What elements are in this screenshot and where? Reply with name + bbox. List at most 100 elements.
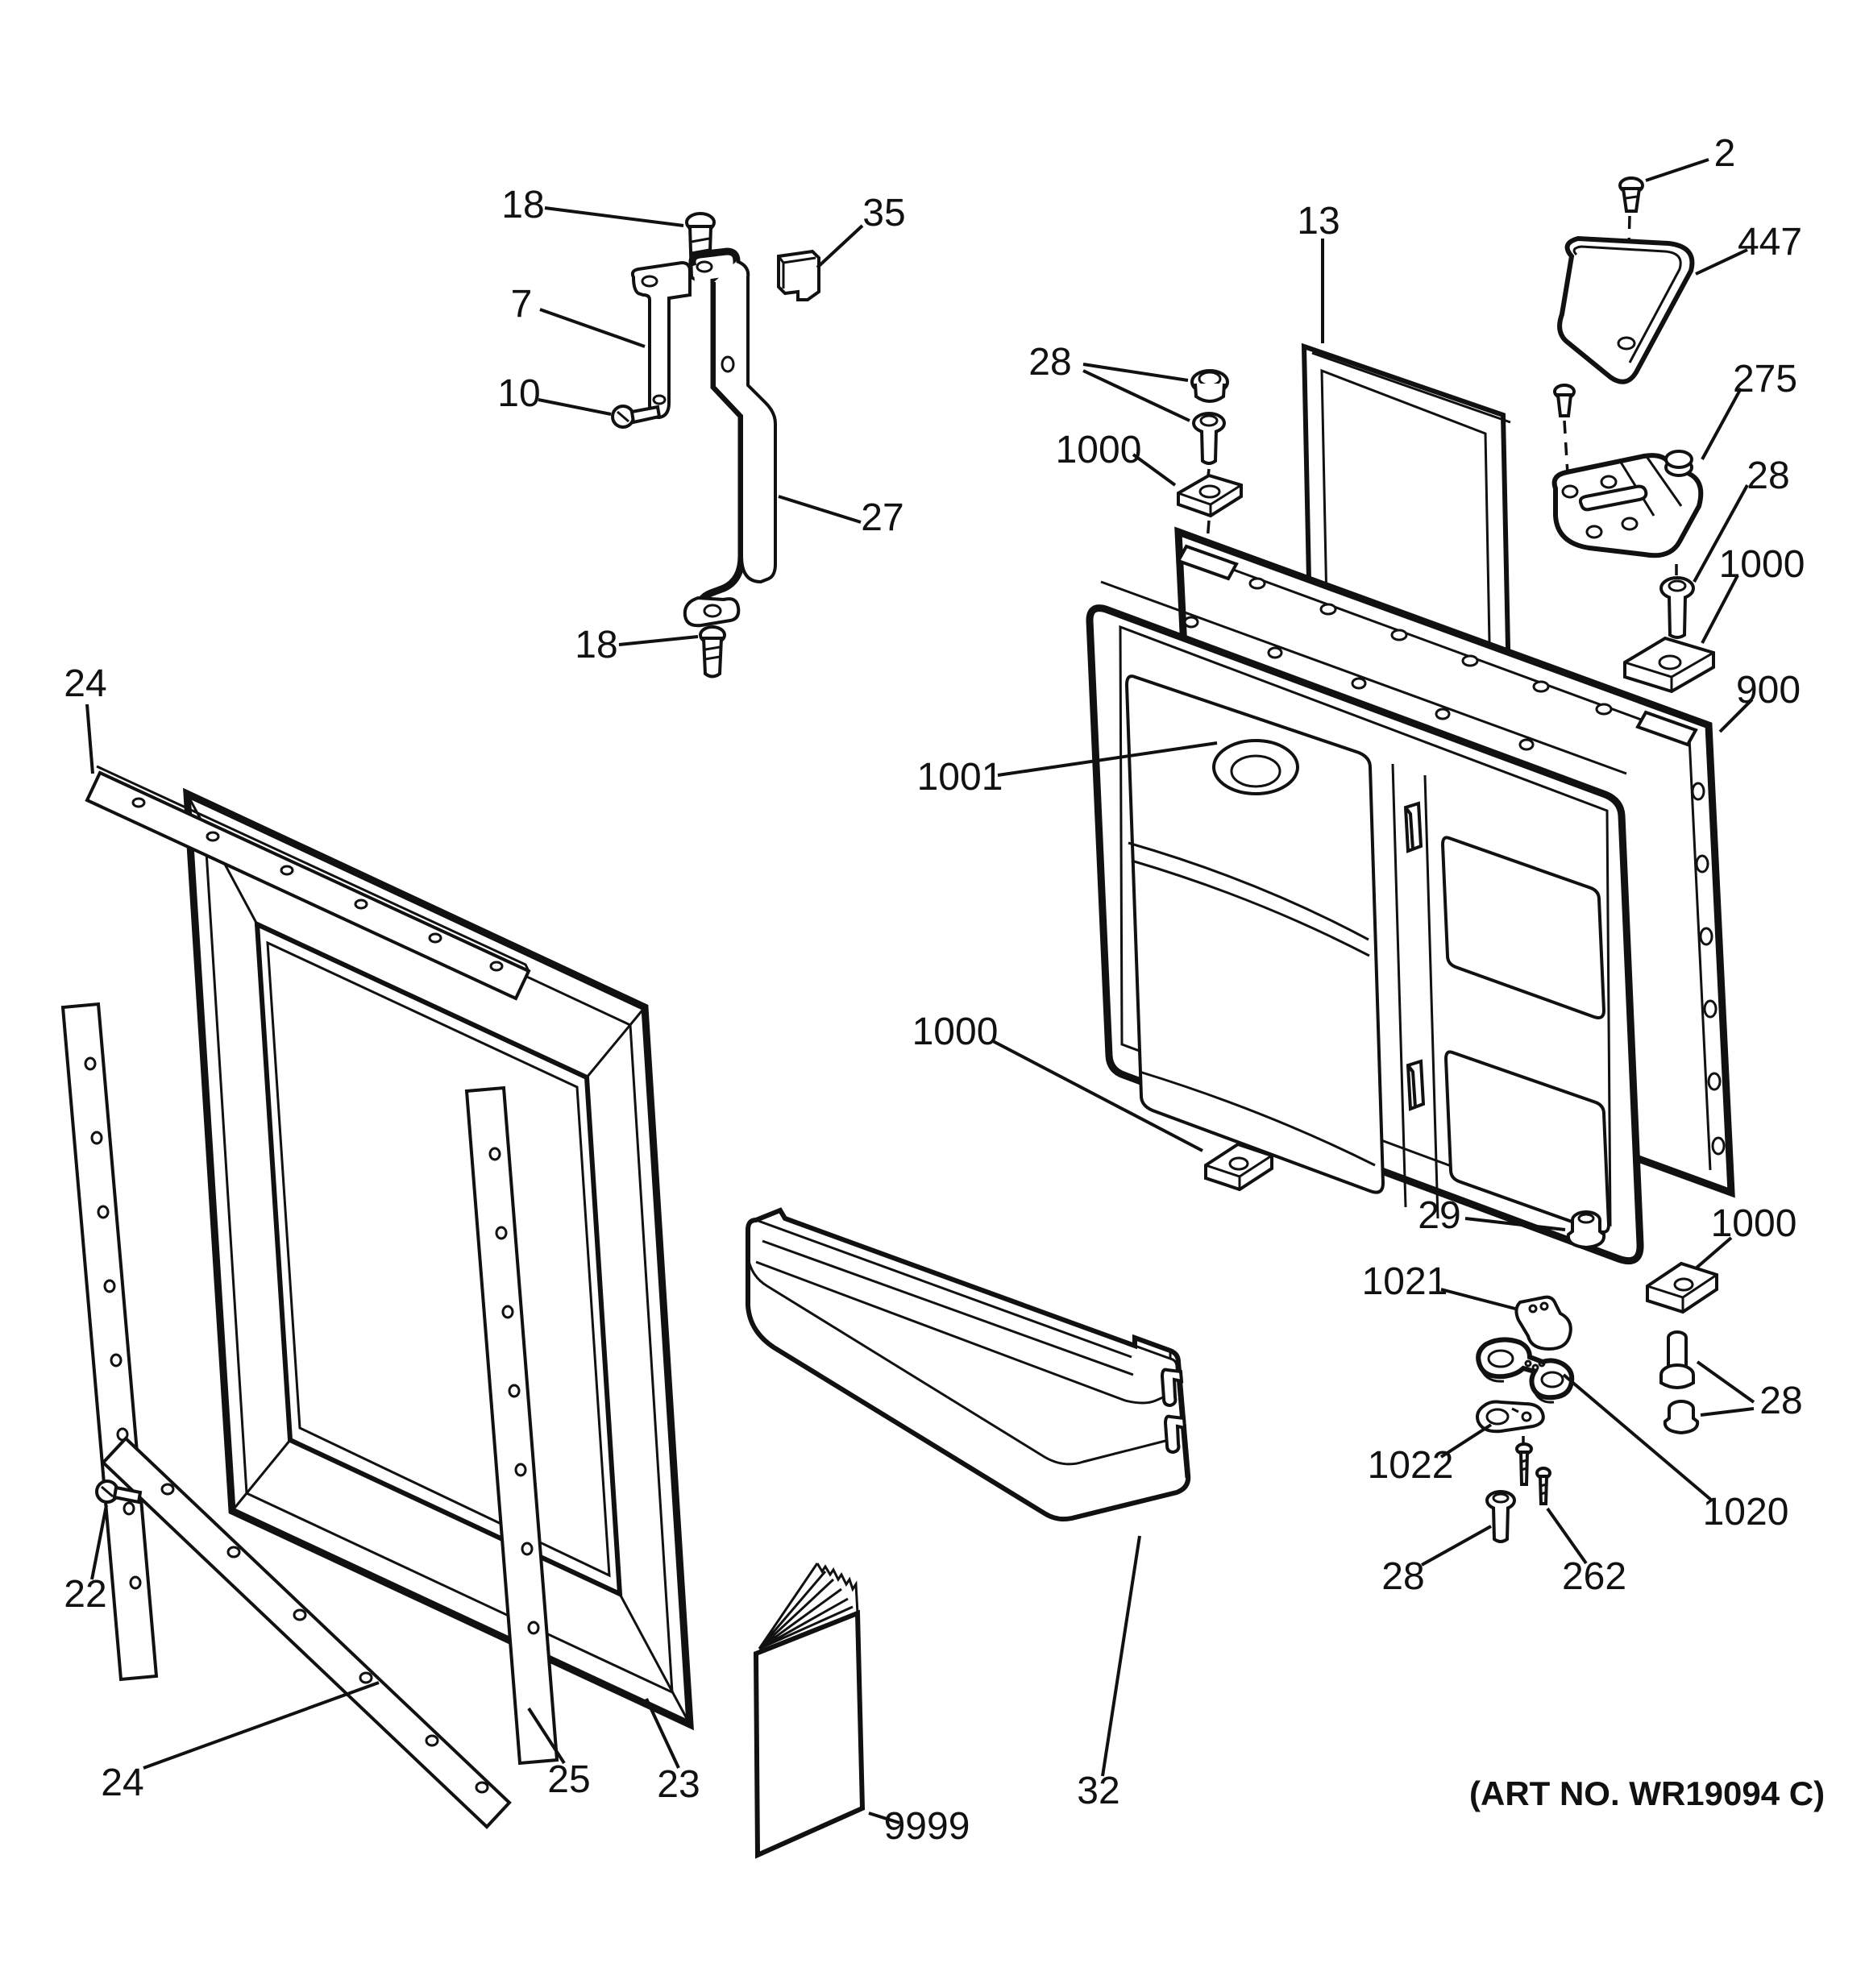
leader-1021 [1440,1288,1516,1310]
door-spacer-top-right-icon [1623,636,1715,694]
flange-corner-opening-left [1176,544,1239,581]
callout-447: 447 [1738,221,1802,264]
door-cap-and-bolt-icon [1190,369,1229,465]
leader-1000-left [1132,453,1177,487]
leader-1020 [1562,1373,1713,1502]
callout-7: 7 [511,283,533,326]
callout-1021: 1021 [1362,1260,1448,1303]
callout-18-bottom: 18 [575,624,617,666]
hinge-spacer-block-icon [1646,1261,1718,1314]
door-divider [1391,763,1439,1219]
freezer-door-group: 2 447 13 28 1000 275 28 1000 900 1001 10… [912,132,1805,1265]
callout-2: 2 [1714,132,1736,175]
flange-top-holes [1248,577,1613,716]
leader-275 [1701,388,1742,460]
leader-35 [816,224,864,269]
leader-24-bottom [143,1681,380,1770]
callout-1001: 1001 [917,756,1003,799]
fresh-food-door-group: 24 22 24 25 23 [60,662,700,1829]
handle-group: 18 35 7 10 27 18 [497,184,906,679]
retainer-strip-top [85,765,531,1001]
owners-manual-icon [753,1563,866,1859]
callout-10: 10 [497,372,540,415]
leader-28-cap [1082,363,1189,382]
leader-1000-bottom [992,1040,1203,1152]
hinge-bolt-cap-icon [1663,1400,1700,1435]
leader-900 [1718,698,1754,733]
callout-29: 29 [1418,1194,1460,1237]
callout-1000-left: 1000 [1056,429,1142,471]
dash-screw-bracket [1563,420,1569,475]
leader-29 [1464,1217,1566,1231]
flange-right-holes [1691,782,1726,1156]
leader-1000-hinge [1694,1236,1733,1270]
freezer-door-front [1086,580,1644,1265]
callout-24-top: 24 [64,662,106,705]
callout-1000-hinge: 1000 [1711,1202,1797,1245]
hinge-cam-icon [1514,1295,1572,1351]
callout-9999: 9999 [884,1805,970,1848]
door-spacer-top-left-icon [1177,473,1243,518]
leader-28-bolt-hinge [1696,1360,1755,1404]
callout-28-pair: 28 [1028,341,1071,384]
callout-28-hinge: 28 [1759,1380,1802,1422]
callout-1022: 1022 [1368,1444,1454,1487]
leader-9999 [868,1812,900,1824]
bottom-hinge-group: 29 1000 1021 28 1022 1020 28 262 [1362,1194,1803,1598]
handle-screw-bottom-icon [699,625,726,679]
retainer-screw-icon [95,1480,143,1504]
leader-2 [1645,158,1709,182]
leader-28-right [1693,484,1749,583]
top-rail-holes [1183,616,1535,751]
leader-22 [90,1504,108,1580]
callout-27: 27 [861,496,903,539]
hinge-shoulder-bolt-icon [1659,1330,1695,1389]
door-handle-icon [683,247,777,628]
leader-18-top [544,206,684,227]
leader-27 [778,495,862,524]
leader-7 [539,308,646,348]
hinge-washer-plate-icon [1476,1400,1545,1434]
owners-manual-group: 9999 [753,1563,970,1859]
leader-447 [1695,248,1748,276]
leader-28-cap-hinge [1700,1407,1755,1417]
hinge-cover-icon [1557,235,1695,384]
strip-side-holes [488,1147,540,1635]
hinge-cover-screw-icon [1618,176,1644,213]
callout-22: 22 [64,1573,106,1616]
hinge-screw-262-icon [1535,1467,1551,1505]
callout-275: 275 [1733,358,1797,401]
callout-35: 35 [862,192,905,234]
leader-1022 [1439,1423,1493,1459]
callout-1020: 1020 [1703,1491,1789,1534]
bottom-hinge-grommet-icon [1566,1210,1606,1250]
callout-25: 25 [547,1758,590,1801]
flange-corner-opening-right [1635,710,1698,747]
strip-bottom-holes [160,1483,489,1794]
dash-spacer-door [1206,520,1211,542]
hinge-bolt-right-icon [1659,576,1695,639]
callout-262: 262 [1562,1555,1626,1598]
leader-10 [538,398,612,416]
door-shelf-icon [746,1207,1191,1522]
leader-23 [645,1698,680,1769]
leader-32 [1101,1535,1141,1777]
callout-32: 32 [1077,1770,1119,1812]
handle-end-cap-icon [777,249,820,301]
callout-28-bottom: 28 [1381,1555,1424,1598]
leader-24-top [85,703,94,774]
callout-24-bottom: 24 [101,1762,143,1804]
door-shelf-group: 32 [746,1207,1191,1812]
art-number: (ART NO. WR19094 C) [1469,1774,1825,1812]
door-spacer-bottom-icon [1204,1142,1273,1192]
divider-clips [1403,801,1426,1111]
door-recess [1124,674,1385,1194]
handle-bracket-short-icon [630,260,692,420]
bottom-hinge-assembly-icon [1476,1337,1575,1404]
callout-1000-right: 1000 [1719,543,1805,586]
hinge-plate-screw-icon [1515,1442,1533,1486]
callout-28-right: 28 [1747,454,1789,497]
strip-top-holes [131,797,504,972]
retainer-strip-side [464,1085,559,1766]
callout-900: 900 [1736,669,1801,712]
